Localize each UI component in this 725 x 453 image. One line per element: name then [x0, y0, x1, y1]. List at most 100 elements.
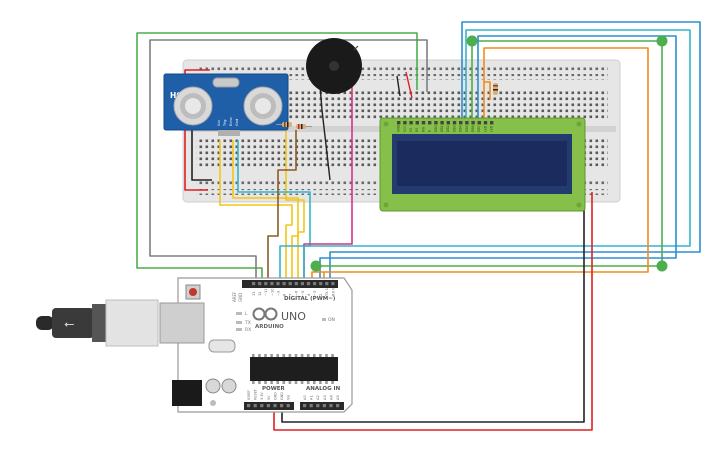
wire-teal-sensor[interactable]	[237, 140, 311, 280]
lcd-pin[interactable]	[465, 121, 469, 125]
digital-pin[interactable]	[319, 282, 323, 286]
analog-pin[interactable]	[336, 404, 340, 408]
lcd-pin[interactable]	[483, 121, 488, 125]
digital-pin-label: TX 1	[325, 288, 329, 297]
power-pin[interactable]	[247, 404, 251, 408]
piezo-buzzer[interactable]	[306, 38, 362, 94]
chip-leg	[313, 354, 316, 357]
lcd-pin[interactable]	[477, 121, 481, 125]
lcd-pin[interactable]	[428, 121, 432, 125]
digital-pin[interactable]	[264, 282, 268, 286]
digital-pin[interactable]	[331, 282, 335, 286]
chip-leg	[319, 354, 322, 357]
resistor[interactable]	[493, 83, 498, 95]
wire-red-buzzer[interactable]	[405, 71, 413, 99]
wire-red-lcd[interactable]	[273, 192, 593, 431]
lcd-pin[interactable]	[490, 121, 494, 125]
lcd-pin[interactable]	[440, 121, 444, 125]
power-pin-label: IOREF	[247, 390, 251, 400]
digital-pin[interactable]	[282, 282, 286, 286]
wire-junctions	[310, 35, 668, 272]
digital-pin[interactable]	[270, 282, 274, 286]
wire-gray-top[interactable]	[149, 39, 428, 280]
analog-pin[interactable]	[329, 404, 333, 408]
gnd-label: GND	[238, 293, 243, 302]
tx-label: TX	[244, 320, 251, 326]
analog-pin-label: A0	[303, 395, 307, 400]
lcd-pin-label: RW	[421, 126, 425, 132]
analog-pin-label: A1	[310, 395, 314, 400]
digital-pin-label: 12	[258, 291, 262, 296]
junction-node[interactable]	[656, 260, 668, 272]
digital-pin[interactable]	[258, 282, 262, 286]
wire-orange-lcd[interactable]	[311, 47, 649, 280]
digital-pin-label: 13	[252, 291, 256, 296]
lcd-pin[interactable]	[409, 121, 413, 125]
usb-cable[interactable]: ⭠	[36, 299, 159, 347]
chip-leg	[331, 354, 334, 357]
wire-brown[interactable]	[267, 130, 297, 280]
lcd-pin-label: DB0	[434, 125, 438, 132]
lcd-pin[interactable]	[421, 121, 426, 125]
analog-pin[interactable]	[322, 404, 326, 408]
wire-green-top[interactable]	[136, 32, 418, 280]
analog-pin[interactable]	[309, 404, 313, 408]
wire-black-buzzer-2[interactable]	[396, 75, 401, 97]
resistor[interactable]	[276, 122, 292, 127]
digital-pin[interactable]	[294, 282, 298, 286]
wire-blue-lcd-2[interactable]	[319, 35, 677, 280]
wire-orange-lcd-2[interactable]	[484, 81, 491, 100]
power-pin[interactable]	[260, 404, 264, 408]
lcd-pin[interactable]	[471, 121, 475, 125]
digital-pin[interactable]	[252, 282, 256, 286]
digital-pin-label: ~10	[270, 288, 274, 296]
chip-leg	[294, 354, 298, 357]
lcd-pin[interactable]	[415, 121, 419, 125]
on-label: ON	[328, 317, 335, 323]
junction-node[interactable]	[310, 260, 322, 272]
wire-blue-lcd-outer[interactable]	[329, 21, 701, 280]
sensor-transducer-left	[173, 86, 213, 126]
lcd-pin[interactable]	[403, 121, 407, 125]
chip-leg	[325, 354, 328, 357]
junction-node[interactable]	[656, 35, 668, 47]
wire-black-buzzer[interactable]	[319, 85, 331, 181]
chip-leg	[300, 354, 304, 357]
digital-pin-label: 4	[307, 293, 311, 296]
chip-leg	[264, 354, 267, 357]
wire-yellow-1[interactable]	[219, 140, 293, 280]
digital-pin[interactable]	[313, 282, 317, 286]
lcd-pin[interactable]	[452, 121, 457, 125]
chip-leg	[252, 381, 255, 384]
digital-pin[interactable]	[288, 282, 292, 286]
wire-teal-lcd[interactable]	[303, 29, 691, 280]
analog-pin[interactable]	[303, 404, 307, 408]
sensor-pin-label: Echo	[229, 117, 233, 126]
lcd-screen	[397, 141, 567, 186]
lcd-pin-label: RS	[415, 128, 419, 132]
power-pin[interactable]	[273, 404, 277, 408]
digital-pin[interactable]	[300, 282, 304, 286]
lcd-pin[interactable]	[446, 121, 450, 125]
digital-pin[interactable]	[306, 282, 311, 286]
lcd-pin[interactable]	[434, 121, 438, 125]
digital-pin[interactable]	[276, 282, 280, 286]
resistor[interactable]	[296, 124, 312, 129]
chip-leg	[282, 354, 286, 357]
power-pin-label: GND	[273, 392, 277, 400]
lcd-pin[interactable]	[459, 121, 463, 125]
analog-pin[interactable]	[316, 404, 320, 408]
junction-node[interactable]	[466, 35, 478, 47]
digital-pin[interactable]	[325, 282, 329, 286]
lcd-pin[interactable]	[397, 121, 401, 125]
power-pin-label: Vin	[287, 395, 291, 400]
wire-yellow-2[interactable]	[232, 140, 299, 280]
power-pin[interactable]	[286, 404, 290, 408]
power-pin[interactable]	[266, 404, 270, 408]
power-pin[interactable]	[280, 404, 284, 408]
power-pin[interactable]	[253, 404, 257, 408]
wire-yellow-3[interactable]	[285, 130, 305, 280]
